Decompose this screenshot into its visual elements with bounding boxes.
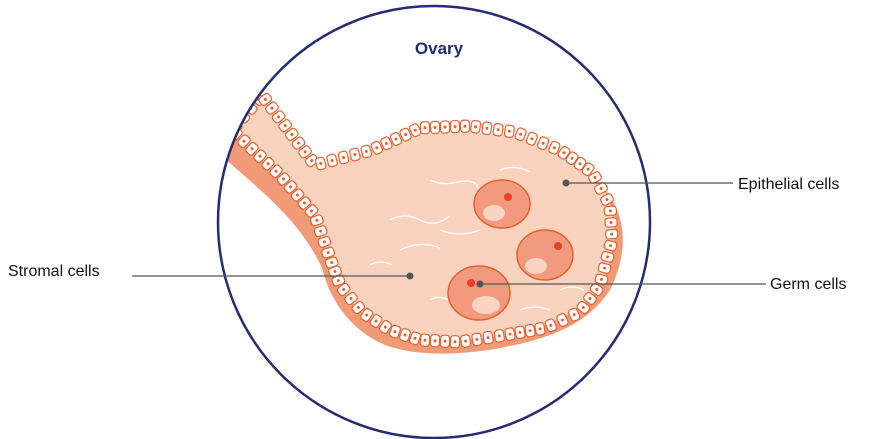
epithelial-cell [483,331,494,344]
epithelial-cell [515,326,526,339]
epithelial-cell [493,123,504,136]
stromal-leader-dot [407,273,414,280]
epithelial-cell [470,120,481,133]
germ-leader-dot [477,281,484,288]
epithelial-cell [472,333,483,346]
germ-cell-1 [474,180,530,228]
epithelial-cell [450,120,459,132]
epithelial-cell [450,336,460,348]
epithelial-cell [420,334,430,346]
epithelial-cell [505,327,516,340]
epithelial-cell [420,122,429,134]
label-epithelial-cells: Epithelial cells [738,176,839,193]
epithelial-leader-dot [563,180,570,187]
germ-cell-3 [448,266,510,320]
epithelial-cell [605,218,617,228]
epithelial-cell [535,322,546,335]
epithelial-cell [525,324,536,337]
epithelial-cell [482,122,493,135]
epithelial-cell [460,120,469,132]
label-stromal-cells: Stromal cells [8,263,100,280]
label-germ-cells: Germ cells [770,276,846,293]
epithelial-cell [430,335,440,347]
epithelial-cell [605,229,617,239]
epithelial-cell [430,121,439,133]
epithelial-cell [460,335,471,348]
diagram-title: Ovary [415,39,464,58]
epithelial-cell [604,206,616,216]
epithelial-cell [504,125,515,138]
epithelial-cell [494,329,505,342]
epithelial-cell [440,121,449,133]
ovary-illustration [215,90,623,354]
epithelial-cell [440,335,450,347]
germ-cell-2 [517,230,573,280]
